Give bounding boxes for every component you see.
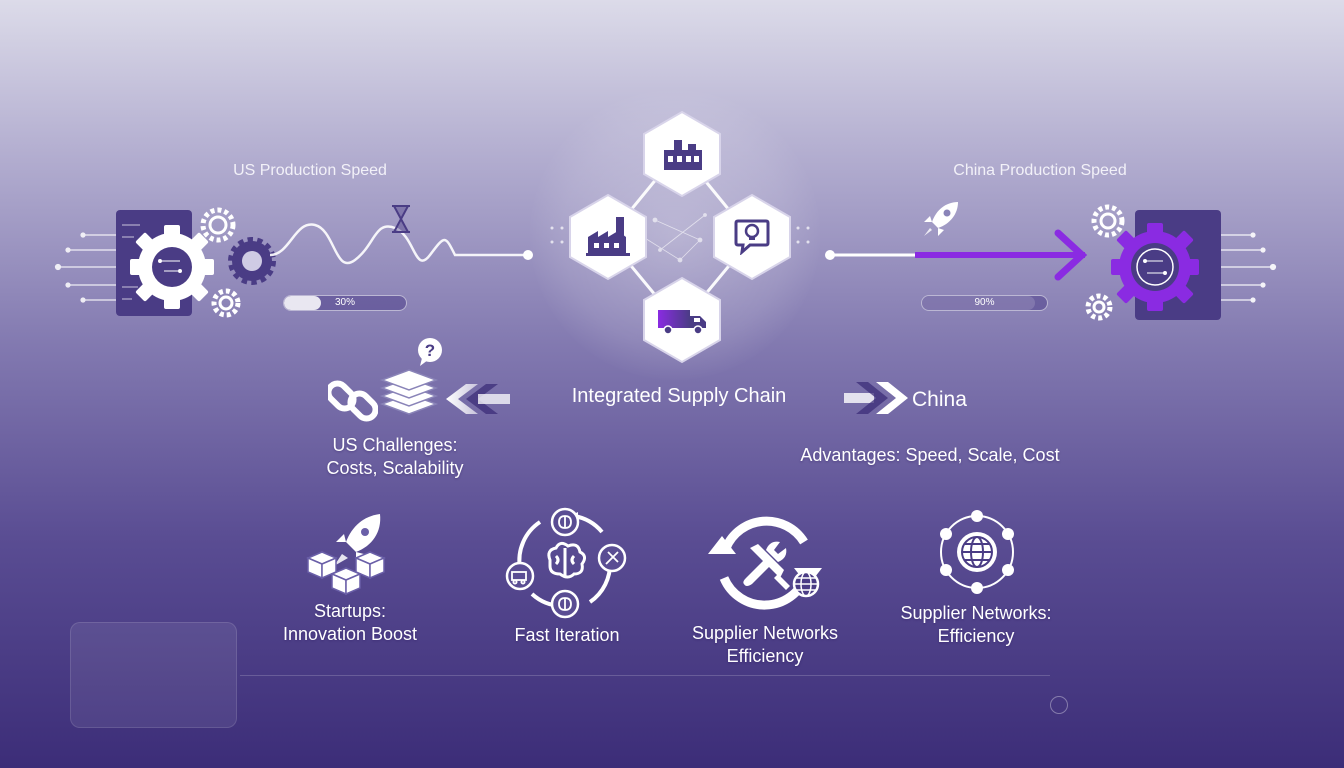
- china-advantages-label: Advantages: Speed, Scale, Cost: [800, 445, 1060, 465]
- us-progress-bar: 30%: [283, 295, 407, 311]
- us-machine-gears-icon: [54, 207, 276, 318]
- chain-link-icon: [328, 380, 378, 422]
- china-progress-bar: 90%: [921, 295, 1048, 311]
- industrial-plant-icon: [586, 217, 630, 256]
- integrated-supply-chain-title: Integrated Supply Chain: [571, 385, 787, 407]
- bottom-item-label-startups: Startups: Innovation Boost: [282, 601, 418, 644]
- background-line-decoration: [240, 675, 1050, 676]
- china-progress-label: 90%: [974, 297, 995, 308]
- factory-icon: [664, 140, 702, 170]
- bottom-item-label-supplier-networks-colon: Supplier Networks: Efficiency: [900, 603, 1052, 646]
- hex-node-factory: [642, 110, 722, 198]
- svg-text:?: ?: [425, 341, 435, 360]
- china-speed-title: China Production Speed: [953, 162, 1127, 179]
- hex-node-logistics: [642, 276, 722, 364]
- delivery-truck-icon: [658, 310, 706, 335]
- us-wave-line-icon: [270, 205, 533, 265]
- hex-node-plant: [568, 193, 648, 281]
- china-flow-label: China: [912, 388, 967, 411]
- tools-cycle-icon: [708, 516, 822, 610]
- china-machine-gears-icon: [1085, 204, 1277, 321]
- rocket-boxes-icon: [306, 514, 386, 596]
- us-progress-fill: [284, 296, 321, 310]
- left-double-arrow-icon: [446, 384, 510, 414]
- globe-network-icon: [940, 510, 1014, 594]
- background-dot-decoration: [1050, 696, 1068, 714]
- background-panel-decoration: [70, 622, 237, 728]
- china-progress-fill: [922, 296, 1035, 310]
- bottom-item-label-fast-iteration: Fast Iteration: [514, 625, 620, 645]
- rocket-icon: [924, 202, 958, 236]
- lightbulb-idea-icon: [734, 219, 770, 255]
- hex-node-idea: [712, 193, 792, 281]
- question-bubble-icon: ?: [418, 338, 442, 366]
- us-progress-label: 30%: [334, 297, 355, 308]
- us-speed-title: US Production Speed: [233, 162, 387, 179]
- layers-stack-icon: [379, 369, 439, 415]
- right-double-arrow-icon: [844, 382, 908, 414]
- china-arrow-line-icon: [825, 229, 1088, 281]
- brain-cycle-icon: [505, 507, 627, 619]
- us-challenges-label: US Challenges: Costs, Scalability: [326, 435, 464, 478]
- bottom-item-label-supplier-networks-efficiency: Supplier Networks Efficiency: [691, 623, 839, 666]
